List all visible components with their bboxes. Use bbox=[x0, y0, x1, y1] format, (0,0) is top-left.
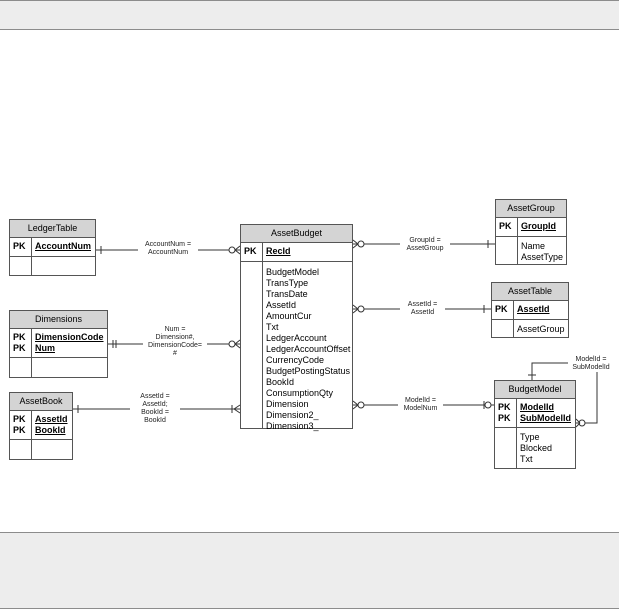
attribute: AmountCur bbox=[266, 311, 312, 321]
attribute: AssetGroup bbox=[517, 324, 565, 334]
attribute: AssetId bbox=[266, 300, 297, 310]
attribute: BookId bbox=[266, 377, 295, 387]
pk-label: PK bbox=[241, 243, 263, 261]
entity-title: AssetBudget bbox=[241, 225, 352, 243]
attribute: Txt bbox=[266, 322, 279, 332]
pk-field: DimensionCode bbox=[35, 332, 104, 342]
attribute: ConsumptionQty bbox=[266, 388, 334, 398]
pk-field: Num bbox=[35, 343, 55, 353]
attribute: CurrencyCode bbox=[266, 355, 325, 365]
pk-field: ModelId bbox=[520, 402, 554, 412]
pk-label: PK PK bbox=[10, 411, 32, 439]
entity-title: AssetBook bbox=[10, 393, 72, 411]
entity-title: LedgerTable bbox=[10, 220, 95, 238]
attribute: Dimension bbox=[266, 399, 309, 409]
attribute: AssetType bbox=[521, 252, 564, 262]
attribute: Name bbox=[521, 241, 546, 251]
top-band bbox=[0, 0, 619, 30]
entity-title: AssetGroup bbox=[496, 200, 566, 218]
attribute: Blocked bbox=[520, 443, 553, 453]
entity-budget-model: BudgetModel PK PK ModelId SubModelId Typ… bbox=[494, 380, 576, 469]
rel-label-model: ModelId =ModelNum bbox=[398, 397, 443, 413]
pk-field: AccountNum bbox=[35, 241, 91, 251]
rel-label-self: ModelId =SubModelId bbox=[568, 356, 614, 372]
attribute: LedgerAccountOffset bbox=[266, 344, 351, 354]
attribute: Txt bbox=[520, 454, 533, 464]
attribute: BudgetModel bbox=[266, 267, 320, 277]
attribute: TransDate bbox=[266, 289, 308, 299]
rel-label-group: GroupId =AssetGroup bbox=[400, 237, 450, 253]
pk-field: GroupId bbox=[521, 221, 556, 231]
pk-label: PK PK bbox=[495, 399, 517, 427]
entity-asset-book: AssetBook PK PK AssetId BookId bbox=[9, 392, 73, 460]
pk-field: SubModelId bbox=[520, 413, 571, 423]
pk-field: BookId bbox=[35, 425, 66, 435]
entity-ledger-table: LedgerTable PK AccountNum bbox=[9, 219, 96, 276]
attribute: TransType bbox=[266, 278, 309, 288]
entity-asset-budget: AssetBudget PK RecId BudgetModel TransTy… bbox=[240, 224, 353, 431]
attribute: LedgerAccount bbox=[266, 333, 327, 343]
pk-label: PK bbox=[496, 218, 518, 236]
entity-title: AssetTable bbox=[492, 283, 568, 301]
attribute: Dimension2_ bbox=[266, 410, 319, 420]
entity-asset-group: AssetGroup PK GroupId Name AssetType bbox=[495, 199, 567, 265]
entity-dimensions: Dimensions PK PK DimensionCode Num bbox=[9, 310, 108, 378]
attribute: Dimension3_ bbox=[266, 421, 319, 431]
pk-field: RecId bbox=[266, 246, 291, 256]
pk-field: AssetId bbox=[35, 414, 68, 424]
pk-label: PK bbox=[492, 301, 514, 319]
pk-label: PK bbox=[10, 238, 32, 256]
rel-label-ledger: AccountNum =AccountNum bbox=[138, 241, 198, 257]
rel-label-assetbook: AssetId =AssetId;BookId =BookId bbox=[130, 393, 180, 425]
attribute: BudgetPostingStatus bbox=[266, 366, 351, 376]
rel-label-assettable: AssetId =AssetId bbox=[400, 301, 445, 317]
pk-label: PK PK bbox=[10, 329, 32, 357]
attribute: Type bbox=[520, 432, 540, 442]
entity-title: Dimensions bbox=[10, 311, 107, 329]
attribute-list: BudgetModel TransType TransDate AssetId … bbox=[263, 262, 352, 431]
entity-asset-table: AssetTable PK AssetId AssetGroup bbox=[491, 282, 569, 338]
pk-field: AssetId bbox=[517, 304, 550, 314]
entity-title: BudgetModel bbox=[495, 381, 575, 399]
rel-label-dimensions: Num =Dimension#,DimensionCode=# bbox=[143, 326, 207, 358]
bottom-band bbox=[0, 532, 619, 609]
